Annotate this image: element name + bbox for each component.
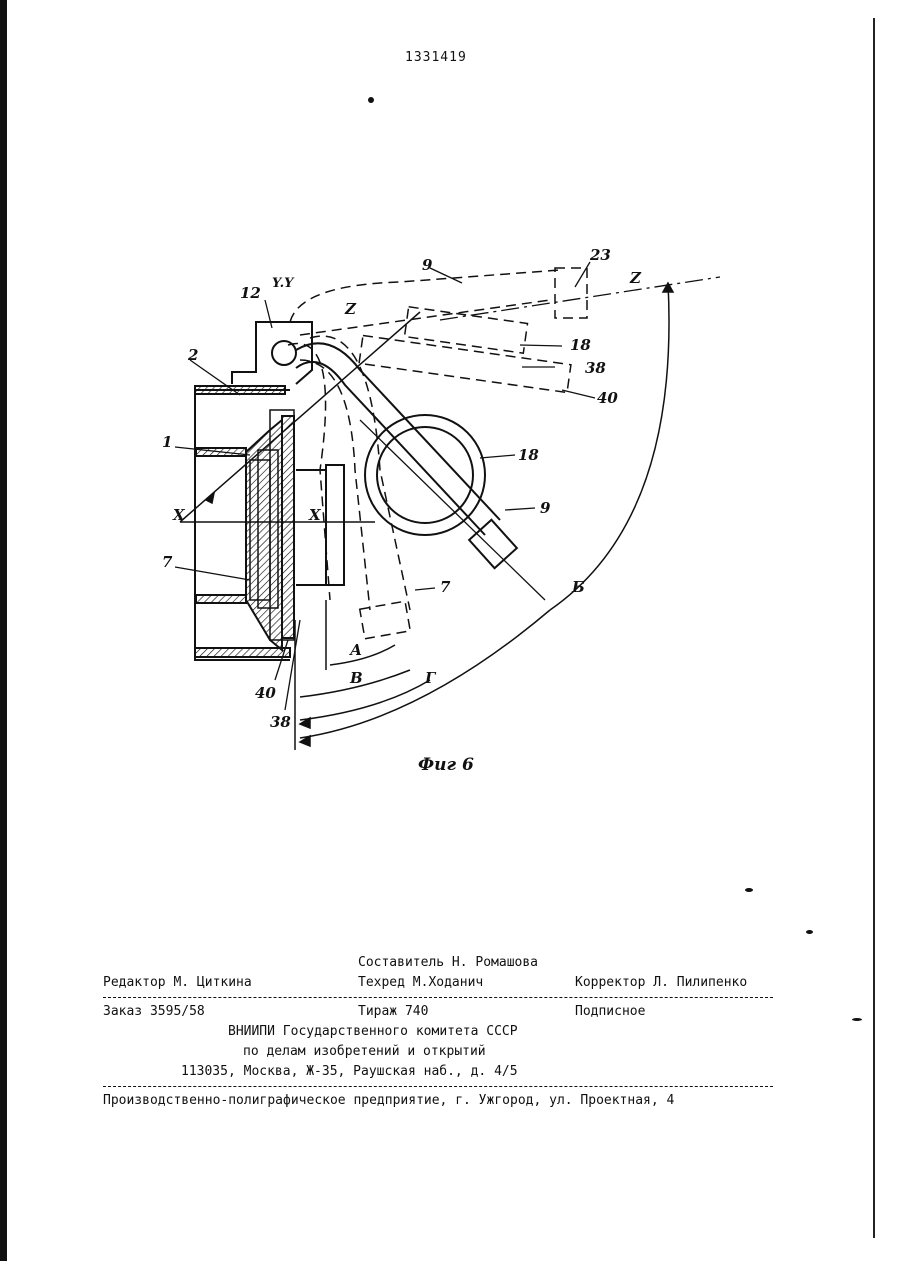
- separator: [103, 1086, 773, 1087]
- compiler: Составитель Н. Ромашова: [358, 955, 538, 970]
- scan-speck: [368, 97, 374, 103]
- label-23: 23: [589, 246, 611, 264]
- label-a: А: [349, 641, 362, 659]
- org-line-2: по делам изобретений и открытий: [243, 1044, 486, 1059]
- label-9-top: 9: [422, 256, 433, 274]
- label-x-left: X: [172, 506, 186, 524]
- label-g: Г: [424, 669, 437, 687]
- housing-body: [195, 322, 344, 660]
- axis-z: [440, 277, 720, 320]
- label-7-left: 7: [162, 553, 173, 571]
- label-x-right: X: [308, 506, 322, 524]
- circulation: Тираж 740: [358, 1004, 428, 1019]
- label-12: 12: [240, 284, 261, 302]
- label-v: В: [349, 669, 363, 687]
- imprint-block: Составитель Н. Ромашова Редактор М. Цитк…: [103, 955, 783, 1113]
- order: Заказ 3595/58: [103, 1004, 205, 1019]
- label-38-right: 38: [585, 359, 606, 377]
- label-18-center: 18: [518, 446, 539, 464]
- label-7-right: 7: [440, 578, 451, 596]
- printer: Производственно-полиграфическое предприя…: [103, 1093, 674, 1108]
- org-line-1: ВНИИПИ Государственного комитета СССР: [228, 1024, 518, 1039]
- label-b: Б: [571, 578, 585, 596]
- swing-arm: [296, 343, 545, 600]
- label-1: 1: [162, 433, 172, 451]
- label-18-top: 18: [570, 336, 591, 354]
- figure-caption: Фиг 6: [418, 755, 474, 775]
- technical-drawing-fig6: Y.Y 12 2 1 X X 7 40 38 9 23 Z Z 18 38 40…: [0, 0, 900, 800]
- subscription: Подписное: [575, 1004, 645, 1019]
- label-9-right: 9: [540, 499, 551, 517]
- label-yy: Y.Y: [272, 276, 295, 291]
- address: 113035, Москва, Ж-35, Раушская наб., д. …: [181, 1064, 518, 1079]
- techred: Техред М.Ходанич: [358, 975, 483, 990]
- label-40-right: 40: [597, 389, 618, 407]
- label-z-mid: Z: [344, 300, 357, 318]
- scan-speck: [745, 888, 753, 892]
- corrector: Корректор Л. Пилипенко: [575, 975, 747, 990]
- leader-lines: [175, 262, 595, 710]
- label-40-bottom: 40: [255, 684, 276, 702]
- scan-speck: [806, 930, 813, 934]
- label-2: 2: [187, 346, 198, 364]
- scan-speck: [852, 1018, 862, 1021]
- editor: Редактор М. Циткина: [103, 975, 252, 990]
- label-z-right: Z: [629, 269, 642, 287]
- axis-x: [180, 312, 420, 522]
- separator: [103, 997, 773, 998]
- label-38-bottom: 38: [270, 713, 291, 731]
